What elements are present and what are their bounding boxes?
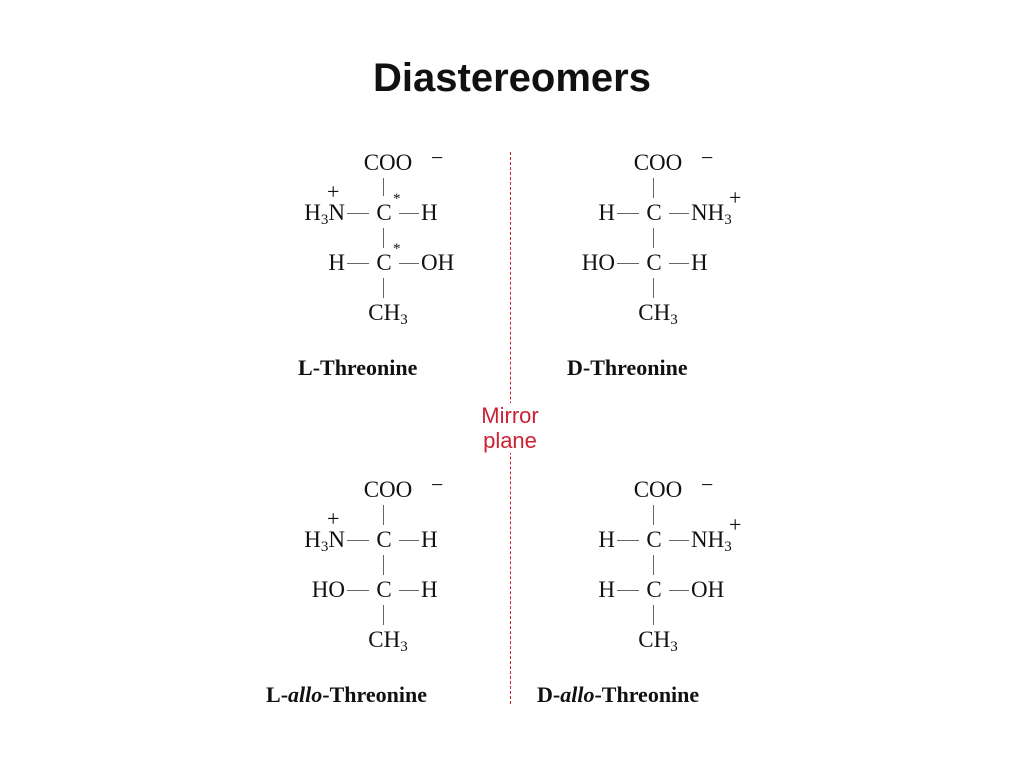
carboxylate-group: COO <box>363 477 413 502</box>
bond-row1-right <box>669 540 689 541</box>
bond-bottom <box>383 278 384 298</box>
bond-bottom <box>383 605 384 625</box>
row1-carbon: C <box>646 527 662 552</box>
bond-row1-left <box>617 213 639 214</box>
methyl-group: CH3 <box>638 300 678 328</box>
row1-right-group: NH3 <box>691 200 732 228</box>
ammonium-charge: + <box>327 506 340 531</box>
row1-left-group: H <box>598 527 615 552</box>
ammonium-charge: + <box>729 512 742 537</box>
carboxylate-group: COO <box>633 150 683 175</box>
isomer-name-d-threonine: D-Threonine <box>567 355 688 380</box>
bond-top <box>383 505 384 525</box>
mirror-label-line-1: Mirror <box>481 403 539 428</box>
row1-carbon: C <box>376 200 392 225</box>
carboxylate-charge: − <box>701 145 714 170</box>
fischer-projection-d-allo-threonine: COO − H C NH3 + H C OH CH3 <box>503 472 803 675</box>
chiral-marker-1: * <box>393 191 401 207</box>
bond-row2-left <box>617 263 639 264</box>
bond-row2-left <box>347 590 369 591</box>
row2-left-group: HO <box>311 577 345 602</box>
bond-row1-left <box>347 540 369 541</box>
carboxylate-group: COO <box>633 477 683 502</box>
fischer-projection-d-threonine: COO − H C NH3 + HO C H CH3 <box>503 145 803 348</box>
fischer-projection-l-allo-threonine: COO − + H3N C H HO C H CH3 <box>233 472 533 675</box>
slide-title: Diastereomers <box>373 56 651 100</box>
bond-row2-right <box>399 590 419 591</box>
bond-row2-right <box>399 263 419 264</box>
bond-middle <box>653 555 654 575</box>
row1-left-group: H <box>598 200 615 225</box>
bond-row2-left <box>347 263 369 264</box>
row1-right-group: NH3 <box>691 527 732 555</box>
row2-carbon: C <box>646 577 662 602</box>
bond-middle <box>383 555 384 575</box>
row1-left-group: H3N <box>304 527 345 555</box>
row2-left-group: H <box>328 250 345 275</box>
row1-carbon: C <box>376 527 392 552</box>
bond-top <box>383 178 384 196</box>
bond-row2-right <box>669 263 689 264</box>
methyl-group: CH3 <box>638 627 678 655</box>
mirror-label-line-2: plane <box>483 428 537 453</box>
bond-row2-right <box>669 590 689 591</box>
ammonium-charge: + <box>729 185 742 210</box>
bond-bottom <box>653 605 654 625</box>
isomer-name-d-allo-threonine: D-allo-Threonine <box>537 682 700 707</box>
row1-right-group: H <box>421 527 438 552</box>
methyl-group: CH3 <box>368 627 408 655</box>
bond-row2-left <box>617 590 639 591</box>
carboxylate-charge: − <box>431 145 444 170</box>
isomer-name-l-allo-threonine: L-allo-Threonine <box>266 682 427 707</box>
row2-right-group: OH <box>421 250 455 275</box>
chiral-marker-2: * <box>393 241 401 257</box>
row2-right-group: H <box>421 577 438 602</box>
ammonium-charge: + <box>327 179 340 204</box>
mirror-plane-label: Mirror plane <box>450 403 570 453</box>
bond-row1-left <box>617 540 639 541</box>
row2-carbon: C <box>376 250 392 275</box>
carboxylate-charge: − <box>431 472 444 497</box>
carboxylate-group: COO <box>363 150 413 175</box>
bond-row1-right <box>399 213 419 214</box>
bond-row1-right <box>669 213 689 214</box>
bond-middle <box>383 228 384 248</box>
row2-right-group: H <box>691 250 708 275</box>
row1-right-group: H <box>421 200 438 225</box>
row2-left-group: HO <box>581 250 615 275</box>
carboxylate-charge: − <box>701 472 714 497</box>
bond-middle <box>653 228 654 248</box>
bond-row1-left <box>347 213 369 214</box>
isomer-name-l-threonine: L-Threonine <box>298 355 418 380</box>
row2-carbon: C <box>376 577 392 602</box>
fischer-projection-l-threonine: COO − + H3N C * H H C * OH CH3 <box>233 145 533 348</box>
row2-left-group: H <box>598 577 615 602</box>
row2-carbon: C <box>646 250 662 275</box>
bond-bottom <box>653 278 654 298</box>
row2-right-group: OH <box>691 577 725 602</box>
methyl-group: CH3 <box>368 300 408 328</box>
bond-top <box>653 178 654 198</box>
bond-top <box>653 505 654 525</box>
bond-row1-right <box>399 540 419 541</box>
row1-carbon: C <box>646 200 662 225</box>
row1-left-group: H3N <box>304 200 345 228</box>
